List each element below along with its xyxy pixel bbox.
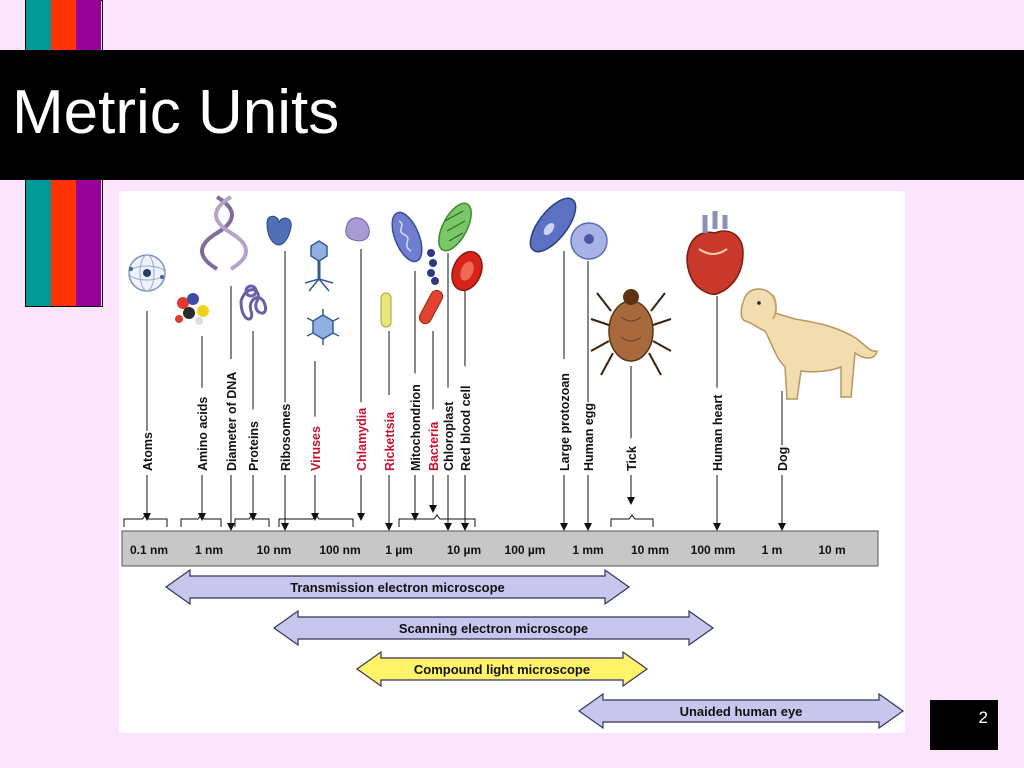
range-label: Scanning electron microscope <box>399 621 588 636</box>
object-label: Bacteria <box>427 421 441 471</box>
decor-stripe-purple-lower <box>76 180 101 306</box>
object-label: Diameter of DNA <box>225 372 239 471</box>
red-blood-cell-icon <box>451 250 483 292</box>
pointer-arrows <box>143 249 786 531</box>
scale-tick-label: 10 mm <box>631 543 669 557</box>
dog-icon <box>740 288 878 400</box>
object-label: Dog <box>776 447 790 471</box>
virus-icon <box>304 240 340 345</box>
mitochondrion-icon <box>391 211 423 263</box>
scale-tick-label: 10 m <box>818 543 845 557</box>
object-label: Tick <box>625 446 639 471</box>
object-label: Chlamydia <box>355 407 369 471</box>
page-number: 2 <box>978 708 988 727</box>
chloroplast-icon <box>438 202 472 252</box>
object-label: Mitochondrion <box>409 384 423 471</box>
range-bracket <box>180 514 222 527</box>
range-label: Transmission electron microscope <box>290 580 505 595</box>
egg-cell-icon <box>570 222 608 260</box>
object-label: Proteins <box>247 421 261 471</box>
object-label: Human egg <box>582 403 596 471</box>
scale-tick-label: 1 nm <box>195 543 223 557</box>
scale-figure: Atoms Amino acids Diameter of DNA Proteins R… <box>121 195 905 730</box>
amino-acid-icon <box>175 293 209 325</box>
object-labels: Atoms Amino acids Diameter of DNA Proteins R… <box>141 372 790 471</box>
object-label: Human heart <box>711 394 725 471</box>
heart-icon <box>686 211 744 295</box>
chlamydia-icon <box>345 217 370 242</box>
decor-stripe-teal-lower <box>26 180 51 306</box>
range-arrow <box>577 692 905 730</box>
object-label: Amino acids <box>196 397 210 471</box>
range-arrow <box>164 568 631 606</box>
object-label: Ribosomes <box>279 404 293 471</box>
figure-panel: Atoms Amino acids Diameter of DNA Proteins R… <box>119 191 905 733</box>
microscope-ranges: Transmission electron microscopeScanning… <box>164 568 905 730</box>
scale-tick-label: 1 µm <box>385 543 413 557</box>
title-bar <box>0 50 1024 180</box>
protozoan-icon <box>529 197 577 253</box>
object-label: Viruses <box>309 426 323 471</box>
scale-tick-label: 100 µm <box>505 543 546 557</box>
scale-tick-label: 100 nm <box>319 543 360 557</box>
decor-stripe-red-lower <box>51 180 76 306</box>
range-bracket <box>278 514 354 527</box>
ribosome-icon <box>266 215 292 246</box>
scale-tick-label: 10 nm <box>257 543 292 557</box>
decor-stripe-teal <box>26 0 51 50</box>
range-label: Unaided human eye <box>680 704 803 719</box>
object-label: Large protozoan <box>558 373 572 471</box>
range-arrow <box>355 650 649 688</box>
scale-tick-label: 1 m <box>762 543 783 557</box>
protein-icon <box>239 284 268 321</box>
decor-stripe-red <box>51 0 76 50</box>
object-label: Rickettsia <box>383 411 397 471</box>
range-label: Compound light microscope <box>414 662 590 677</box>
range-bracket <box>234 514 270 527</box>
range-arrow <box>272 609 715 647</box>
range-bracket <box>398 514 476 527</box>
scale-ticks: 0.1 nm 1 nm 10 nm 100 nm 1 µm 10 µm 100 µm 1 mm… <box>130 543 846 557</box>
scale-ruler <box>121 530 879 567</box>
bacteria-icon <box>418 249 444 325</box>
scale-tick-label: 100 mm <box>691 543 736 557</box>
rickettsia-icon <box>380 292 392 328</box>
decor-stripe-purple <box>76 0 101 50</box>
page-number-box: 2 <box>930 700 998 750</box>
range-bracket <box>123 514 168 527</box>
scale-tick-label: 1 mm <box>572 543 603 557</box>
range-bracket <box>610 514 654 527</box>
object-label: Chloroplast <box>442 401 456 471</box>
object-label: Red blood cell <box>459 386 473 471</box>
object-label: Atoms <box>141 432 155 471</box>
tick-icon <box>590 289 672 376</box>
slide-title: Metric Units <box>12 78 340 147</box>
dna-icon <box>200 195 248 271</box>
scale-tick-label: 10 µm <box>447 543 481 557</box>
atom-icon <box>128 254 166 292</box>
range-brackets <box>123 514 654 527</box>
scale-tick-label: 0.1 nm <box>130 543 168 557</box>
